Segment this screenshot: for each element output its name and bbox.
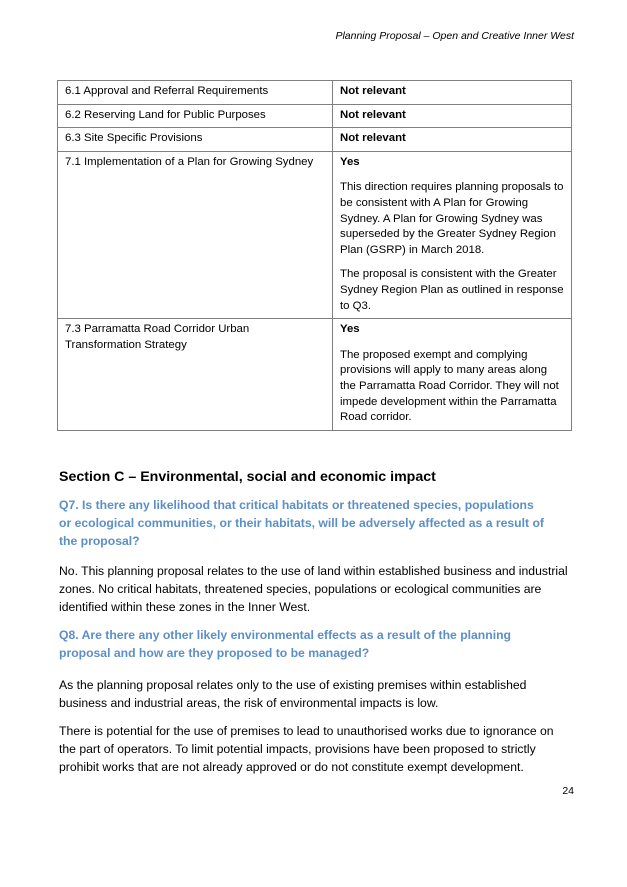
answer-q8-paragraph: As the planning proposal relates only to…: [59, 678, 527, 711]
running-header: Planning Proposal – Open and Creative In…: [335, 30, 574, 42]
answer-q7: No. This planning proposal relates to th…: [59, 564, 568, 615]
status-label: Not relevant: [340, 108, 406, 121]
section-heading: Section C – Environmental, social and ec…: [59, 469, 436, 485]
table-row: 6.3 Site Specific Provisions Not relevan…: [57, 127, 572, 152]
status-label: Yes: [340, 323, 360, 336]
status-paragraph: The proposed exempt and complying provis…: [340, 348, 559, 424]
direction-cell: 7.3 Parramatta Road Corridor Urban Trans…: [57, 318, 333, 431]
status-label: Not relevant: [340, 85, 406, 97]
direction-cell: 6.1 Approval and Referral Requirements: [57, 80, 333, 105]
question-q8: Q8. Are there any other likely environme…: [59, 628, 511, 660]
status-cell: Not relevant: [332, 127, 572, 152]
status-paragraph: This direction requires planning proposa…: [340, 181, 564, 256]
status-paragraph: The proposal is consistent with the Grea…: [340, 268, 564, 312]
table-row: 7.3 Parramatta Road Corridor Urban Trans…: [57, 318, 572, 431]
status-cell: Not relevant: [332, 103, 572, 129]
direction-cell: 7.1 Implementation of a Plan for Growing…: [57, 150, 333, 320]
direction-cell: 6.3 Site Specific Provisions: [57, 127, 333, 152]
question-q7: Q7. Is there any likelihood that critica…: [59, 498, 544, 548]
table-row: 6.1 Approval and Referral Requirements N…: [57, 80, 572, 105]
table-row: 7.1 Implementation of a Plan for Growing…: [57, 150, 572, 320]
table-row: 6.2 Reserving Land for Public Purposes N…: [57, 103, 572, 129]
status-label: Yes: [340, 155, 360, 168]
answer-q8-paragraph: There is potential for the use of premis…: [59, 724, 554, 775]
status-cell: Yes This direction requires planning pro…: [332, 150, 572, 320]
status-cell: Yes The proposed exempt and complying pr…: [332, 318, 572, 431]
page-number: 24: [562, 785, 574, 797]
status-label: Not relevant: [340, 132, 406, 145]
direction-cell: 6.2 Reserving Land for Public Purposes: [57, 103, 333, 129]
status-cell: Not relevant: [332, 80, 572, 105]
ministerial-directions-table: 6.1 Approval and Referral Requirements N…: [57, 80, 572, 431]
